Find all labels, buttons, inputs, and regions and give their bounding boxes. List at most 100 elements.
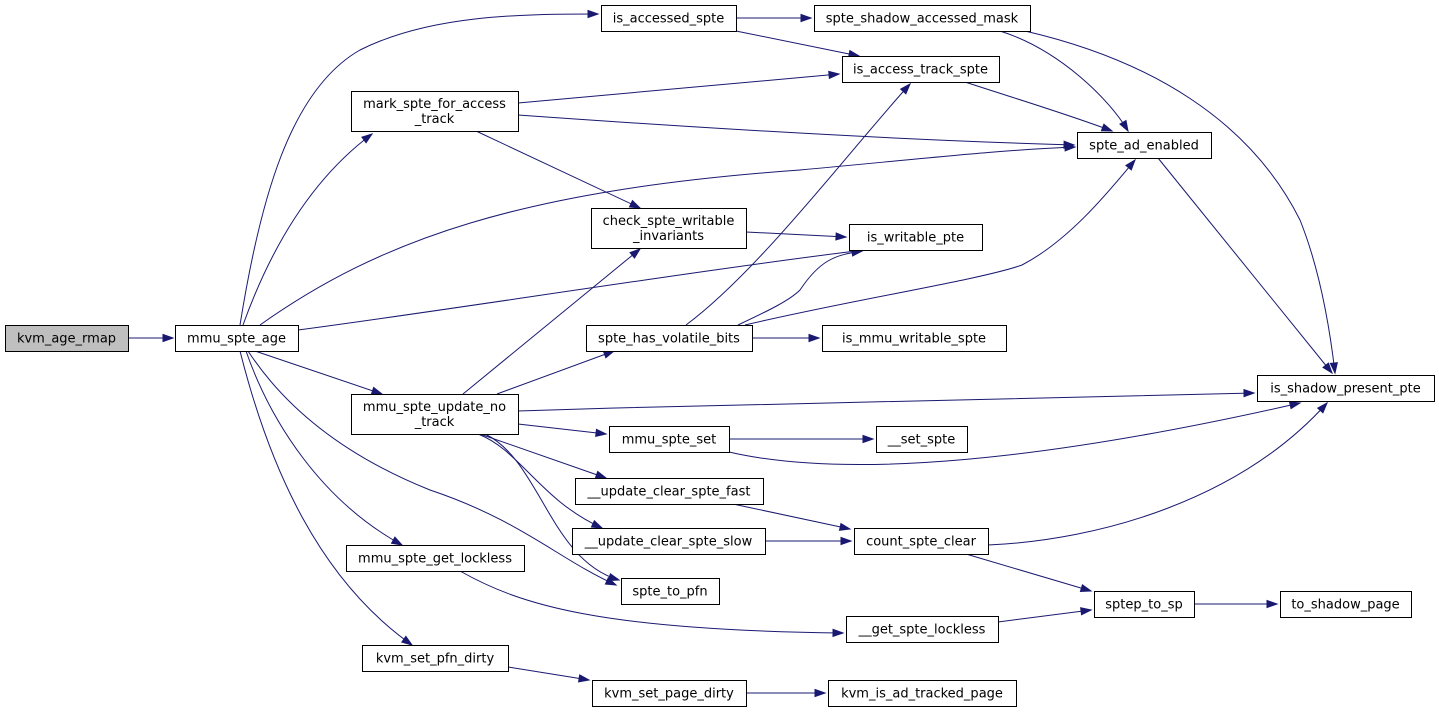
node-box	[586, 325, 753, 352]
node-box	[1257, 375, 1435, 402]
node-spte-has-volatile-bits[interactable]: spte_has_volatile_bits	[586, 325, 753, 352]
node-box	[854, 528, 989, 555]
edge-mmu_spte_age-to-mark_spte_for_access_track	[242, 133, 373, 326]
edge-count_spte_clear-to-is_shadow_present_pte	[987, 402, 1328, 546]
edge-mmu_spte_update_no_track-to-__update_clear_spte_fast	[479, 433, 607, 479]
node-spte-to-pfn[interactable]: spte_to_pfn	[621, 578, 720, 605]
arrowhead-spte_ad_enabled	[1125, 158, 1136, 171]
node-label: __update_clear_spte_fast	[587, 485, 751, 500]
node-label: is_access_track_spte	[853, 63, 988, 78]
arrowhead-kvm_set_pfn_dirty	[400, 635, 414, 646]
node-box	[175, 325, 299, 352]
arrowhead-mmu_spte_update_no_track	[370, 386, 384, 395]
node-label: kvm_age_rmap	[17, 332, 116, 347]
node-kvm-set-page-dirty[interactable]: kvm_set_page_dirty	[592, 680, 747, 707]
node-mmu-spte-get-lockless[interactable]: mmu_spte_get_lockless	[346, 545, 525, 572]
node-mmu-spte-set[interactable]: mmu_spte_set	[609, 426, 730, 453]
node-check-spte-writable-invariants[interactable]: check_spte_writable_invariants	[591, 208, 747, 249]
node-box	[876, 426, 968, 453]
node-label: mmu_spte_set	[622, 433, 717, 448]
node-mmu-spte-age[interactable]: mmu_spte_age	[175, 325, 299, 352]
arrowhead-is_shadow_present_pte	[1288, 401, 1302, 410]
edge-mark_spte_for_access_track-to-is_access_track_spte	[517, 73, 840, 104]
node-count-spte-clear[interactable]: count_spte_clear	[854, 528, 989, 555]
edge-mmu_spte_age-to-spte_to_pfn	[247, 350, 617, 586]
node-box	[1280, 591, 1412, 618]
arrowhead-mmu_spte_set	[595, 428, 608, 437]
edge-spte_shadow_accessed_mask-to-is_shadow_present_pte	[1024, 30, 1336, 374]
edge-mmu_spte_update_no_track-to-spte_has_volatile_bits	[496, 350, 615, 395]
edge-spte_shadow_accessed_mask-to-spte_ad_enabled	[999, 30, 1129, 132]
edge-is_accessed_spte-to-is_access_track_spte	[735, 30, 860, 57]
node-label: spte_to_pfn	[632, 585, 707, 600]
node-label: to_shadow_page	[1291, 598, 1399, 613]
arrowhead-mark_spte_for_access_track	[361, 133, 374, 144]
edge-mmu_spte_update_no_track-to-__update_clear_spte_slow	[477, 433, 603, 529]
node-box	[5, 325, 129, 352]
node-get-spte-lockless[interactable]: __get_spte_lockless	[846, 616, 999, 643]
edge-is_access_track_spte-to-spte_ad_enabled	[964, 81, 1113, 132]
edge-mmu_spte_update_no_track-to-spte_to_pfn	[484, 433, 620, 581]
arrowhead-spte_shadow_accessed_mask	[800, 13, 813, 23]
node-label: kvm_set_page_dirty	[604, 687, 734, 702]
edge-check_spte_writable_invariants-to-is_writable_pte	[745, 231, 847, 238]
arrowhead-spte_ad_enabled	[1119, 119, 1129, 133]
node-box	[846, 616, 999, 643]
node-is-writable-pte[interactable]: is_writable_pte	[849, 224, 983, 251]
node-mmu-spte-update-no-track[interactable]: mmu_spte_update_no_track	[351, 394, 519, 435]
node-is-access-track-spte[interactable]: is_access_track_spte	[842, 56, 1000, 83]
node-label: mmu_spte_get_lockless	[358, 552, 512, 567]
node-label: check_spte_writable	[603, 214, 735, 229]
node-is-accessed-spte[interactable]: is_accessed_spte	[601, 5, 737, 32]
edge-mmu_spte_age-to-is_accessed_spte	[239, 13, 599, 326]
node-label: kvm_set_pfn_dirty	[376, 652, 495, 667]
node-spte-ad-enabled[interactable]: spte_ad_enabled	[1077, 132, 1212, 159]
node-is-shadow-present-pte[interactable]: is_shadow_present_pte	[1257, 375, 1435, 402]
node-update-clear-spte-fast[interactable]: __update_clear_spte_fast	[575, 478, 764, 505]
node-is-mmu-writable-spte[interactable]: is_mmu_writable_spte	[822, 325, 1007, 352]
node-sptep-to-sp[interactable]: sptep_to_sp	[1094, 591, 1195, 618]
node-to-shadow-page[interactable]: to_shadow_page	[1280, 591, 1412, 618]
arrowhead-mmu_spte_get_lockless	[390, 536, 404, 546]
node-kvm-set-pfn-dirty[interactable]: kvm_set_pfn_dirty	[362, 645, 509, 672]
node-label: _track	[414, 112, 455, 127]
edge-mark_spte_for_access_track-to-check_spte_writable_invariants	[475, 130, 641, 209]
edge-spte_ad_enabled-to-is_shadow_present_pte	[1157, 157, 1333, 374]
edge-mmu_spte_age-to-is_writable_pte	[297, 249, 865, 331]
edge-__update_clear_spte_fast-to-count_spte_clear	[732, 503, 851, 530]
node-box	[842, 56, 1000, 83]
node-spte-shadow-accessed-mask[interactable]: spte_shadow_accessed_mask	[814, 5, 1031, 32]
edge-mmu_spte_set-to-is_shadow_present_pte	[728, 402, 1301, 465]
node-label: _track	[414, 415, 455, 430]
arrowhead-is_access_track_spte	[828, 70, 841, 80]
node-box	[1094, 591, 1195, 618]
edge-mmu_spte_update_no_track-to-check_spte_writable_invariants	[462, 248, 641, 395]
edge-__get_spte_lockless-to-sptep_to_sp	[997, 609, 1092, 623]
node-box	[346, 545, 525, 572]
arrowhead-spte_ad_enabled	[1063, 140, 1076, 149]
node-box	[814, 5, 1031, 32]
arrowhead-__set_spte	[862, 434, 875, 444]
edge-count_spte_clear-to-sptep_to_sp	[965, 553, 1092, 592]
node-kvm-is-ad-tracked-page[interactable]: kvm_is_ad_tracked_page	[828, 680, 1017, 707]
node-mark-spte-for-access-track[interactable]: mark_spte_for_access_track	[351, 91, 519, 132]
node-label: __set_spte	[887, 433, 956, 448]
edge-mark_spte_for_access_track-to-spte_ad_enabled	[517, 114, 1075, 146]
node-box	[592, 680, 747, 707]
node-set-spte[interactable]: __set_spte	[876, 426, 968, 453]
edges-layer	[128, 9, 1338, 698]
node-label: is_mmu_writable_spte	[842, 332, 986, 347]
arrowhead-spte_has_volatile_bits	[602, 350, 616, 359]
edge-mmu_spte_update_no_track-to-is_shadow_present_pte	[517, 392, 1255, 412]
node-kvm-age-rmap: kvm_age_rmap	[5, 325, 129, 352]
edge-mmu_spte_age-to-kvm_set_pfn_dirty	[239, 350, 413, 646]
node-label: is_accessed_spte	[613, 12, 725, 27]
node-label: spte_has_volatile_bits	[598, 332, 740, 347]
arrowhead-is_access_track_spte	[899, 82, 912, 95]
arrowhead-kvm_is_ad_tracked_page	[814, 688, 827, 698]
node-update-clear-spte-slow[interactable]: __update_clear_spte_slow	[572, 528, 766, 555]
node-box	[828, 680, 1017, 707]
arrowhead-count_spte_clear	[840, 536, 853, 546]
node-label: __get_spte_lockless	[858, 623, 986, 638]
